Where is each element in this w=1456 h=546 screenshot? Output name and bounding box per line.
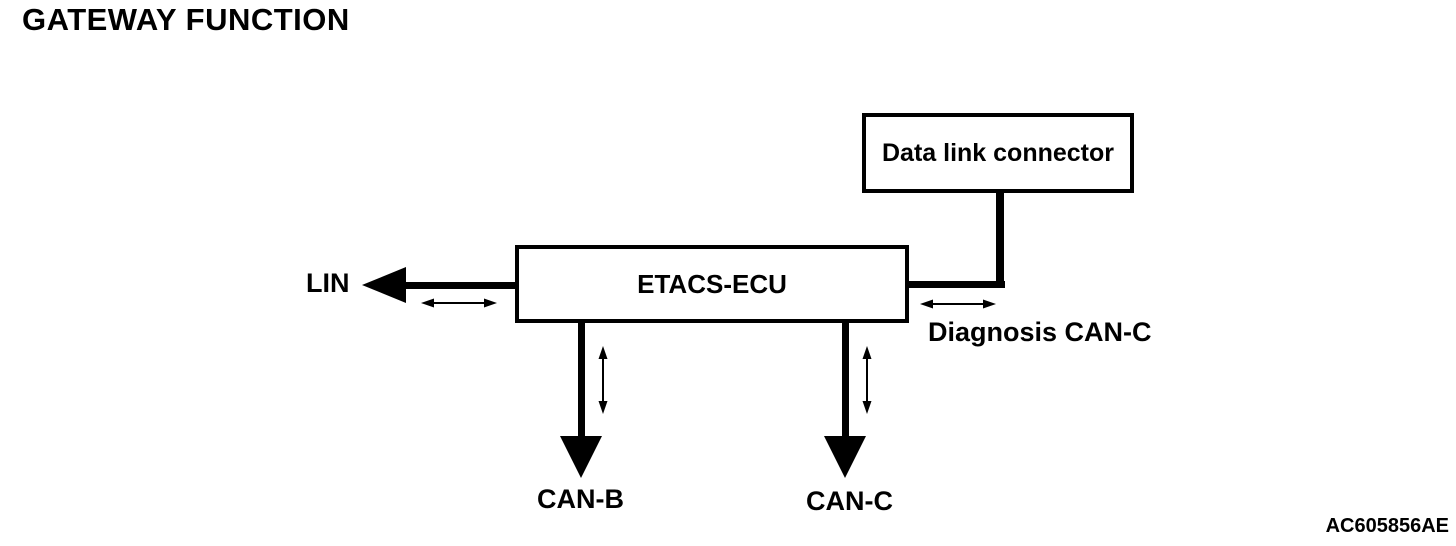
data-link-connector-label: Data link connector: [882, 138, 1114, 167]
bidirectional-arrow-icon: [598, 346, 608, 414]
can-c-arrowhead-icon: [824, 436, 866, 478]
bidirectional-arrow-icon: [920, 299, 996, 309]
lin-arrowhead-icon: [362, 267, 406, 303]
diagnosis-can-c-line: [905, 281, 1005, 288]
data-link-connector-line: [996, 190, 1004, 285]
data-link-connector-box: Data link connector: [862, 113, 1134, 193]
bidirectional-arrow-icon: [862, 346, 872, 414]
etacs-ecu-box: ETACS-ECU: [515, 245, 909, 323]
lin-bus-label: LIN: [306, 268, 350, 298]
bidirectional-arrow-icon: [421, 298, 497, 308]
page-title: GATEWAY FUNCTION: [22, 2, 350, 37]
can-c-bus-line: [842, 320, 849, 437]
diagnosis-can-c-label: Diagnosis CAN-C: [928, 317, 1152, 347]
can-b-bus-label: CAN-B: [537, 484, 624, 514]
etacs-ecu-label: ETACS-ECU: [637, 268, 787, 299]
can-c-bus-label: CAN-C: [806, 486, 893, 516]
can-b-bus-line: [578, 320, 585, 437]
figure-code: AC605856AE: [1325, 515, 1449, 537]
can-b-arrowhead-icon: [560, 436, 602, 478]
lin-bus-line: [402, 282, 517, 289]
